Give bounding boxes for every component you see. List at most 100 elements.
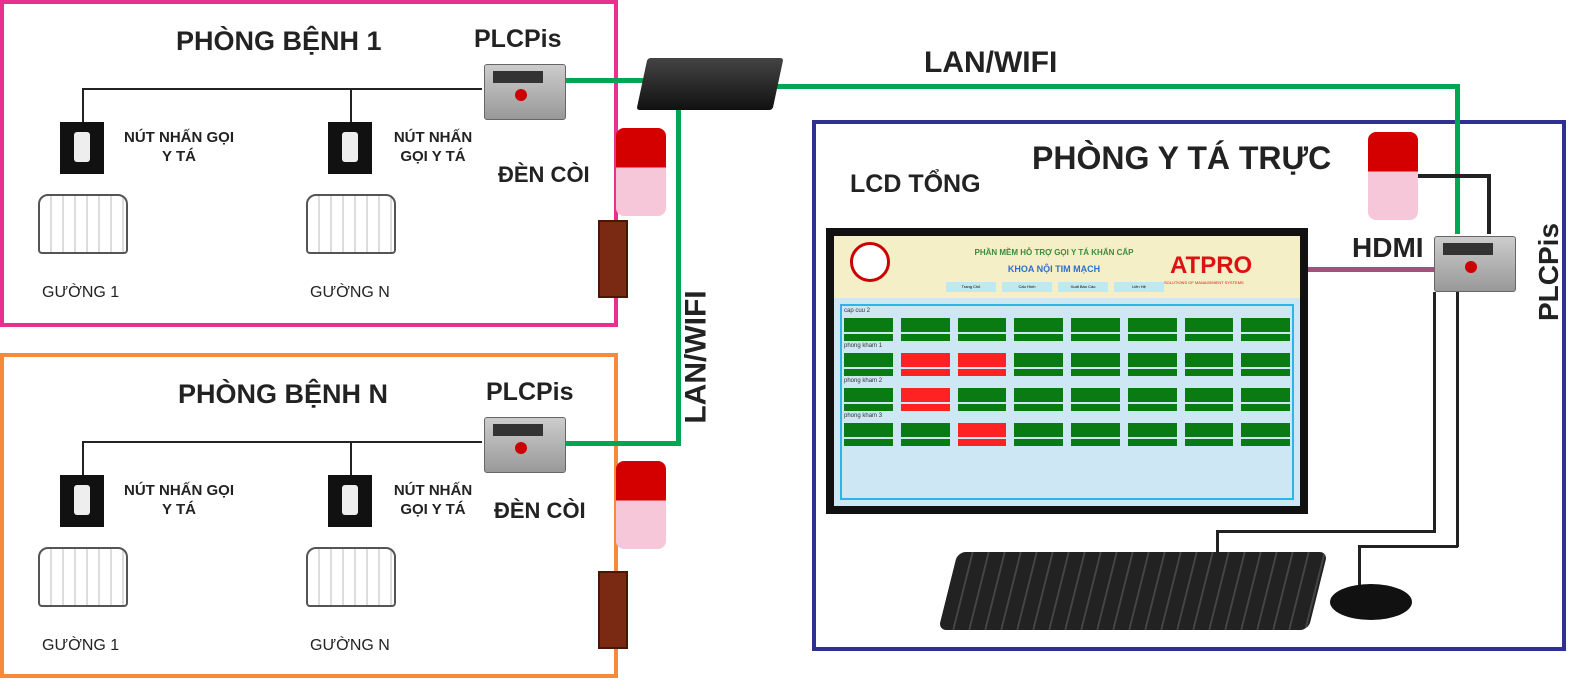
bed-status-cell[interactable] [844,388,893,402]
bed-status-cell[interactable] [1014,388,1063,402]
app-subtitle: KHOA NỘI TIM MẠCH [1007,264,1101,274]
lan-label-top: LAN/WIFI [924,46,1058,79]
bed-status-cell[interactable] [1241,318,1290,332]
bed-status-cell[interactable] [900,353,950,367]
bed-status-cell[interactable] [1241,423,1290,437]
bed-ack-button[interactable] [1071,334,1120,341]
door-icon [598,220,628,298]
bed-ack-button[interactable] [1071,369,1120,376]
wire [350,441,352,475]
bed-status-cell[interactable] [1014,423,1063,437]
bed-ack-button[interactable] [1184,404,1234,411]
bed-status-cell[interactable] [957,353,1007,367]
bed-ack-button[interactable] [1014,404,1063,411]
bed-status-cell[interactable] [1241,353,1290,367]
mouse-cable [1456,292,1459,547]
bed-status-cell[interactable] [1014,318,1063,332]
section-label: phong kham 2 [844,378,883,384]
bed-status-cell[interactable] [900,423,950,437]
bed-ack-button[interactable] [1071,404,1120,411]
bed-ack-button[interactable] [1241,439,1290,446]
bed-status-cell[interactable] [844,318,893,332]
bed-ack-button[interactable] [957,404,1007,411]
bed-ack-button[interactable] [1241,369,1290,376]
bed-ack-button[interactable] [1241,404,1290,411]
bed-status-cell[interactable] [1127,353,1177,367]
bed-status-cell[interactable] [1184,388,1234,402]
bed-status-cell[interactable] [900,388,950,402]
screen-menu-button[interactable]: Trang Chủ [946,282,996,292]
bed-ack-button[interactable] [1184,439,1234,446]
bed-status-cell[interactable] [844,423,893,437]
bed-icon [38,547,128,607]
bed-ack-button[interactable] [844,404,893,411]
keyboard-cable [1433,292,1436,532]
cable [1418,174,1490,178]
bed-status-cell[interactable] [1071,388,1120,402]
bed-ack-button[interactable] [1127,404,1177,411]
plc-device [484,64,566,120]
room-title: PHÒNG BỆNH 1 [176,26,382,56]
wire [82,88,482,90]
bed-status-cell[interactable] [957,388,1007,402]
wire [82,441,482,443]
screen-menu-button[interactable]: Cấu Hình [1002,282,1052,292]
bed-ack-button[interactable] [900,334,950,341]
bed-ack-button[interactable] [900,369,950,376]
call-button-icon [328,475,372,527]
bed-ack-button[interactable] [957,439,1007,446]
bed-status-cell[interactable] [1127,318,1177,332]
bed-status-cell[interactable] [957,423,1007,437]
room-title: PHÒNG BỆNH N [178,379,389,409]
plc-label-nurse: PLCPis [1533,222,1565,322]
call-button-label: NÚT NHẤN GỌI Y TÁ [124,129,234,165]
bed-ack-button[interactable] [1127,334,1177,341]
wire [350,88,352,122]
bed-ack-button[interactable] [1071,439,1120,446]
bed-status-cell[interactable] [844,353,893,367]
bed-ack-button[interactable] [844,439,893,446]
plc-device-nurse [1434,236,1516,292]
bed-ack-button[interactable] [1241,334,1290,341]
bed-status-cell[interactable] [1127,423,1177,437]
bed-status-cell[interactable] [1127,388,1177,402]
bed-ack-button[interactable] [1184,369,1234,376]
screen-menu-button[interactable]: Xuất Báo Cáo [1058,282,1108,292]
siren-icon [1368,132,1418,220]
bed-ack-button[interactable] [1014,369,1063,376]
bed-status-cell[interactable] [1071,353,1120,367]
bed-status-cell[interactable] [957,318,1007,332]
bed-status-cell[interactable] [1184,353,1234,367]
bed-status-cell[interactable] [900,318,950,332]
bed-status-cell[interactable] [1241,388,1290,402]
bed-status-cell[interactable] [1071,423,1120,437]
call-button-icon [328,122,372,174]
call-button-icon [60,475,104,527]
bed-ack-button[interactable] [900,404,950,411]
bed-status-cell[interactable] [1014,353,1063,367]
bed-ack-button[interactable] [1014,439,1063,446]
bed-status-cell[interactable] [1184,318,1234,332]
bed-ack-button[interactable] [900,439,950,446]
call-button-icon [60,122,104,174]
call-button-label: NÚT NHẤN GỌI Y TÁ [124,482,234,518]
lan-line [1455,84,1460,234]
app-title: PHẦN MỀM HỖ TRỢ GỌI Y TÁ KHẨN CẤP [974,248,1134,257]
screen-menu-button[interactable]: Liên Hệ [1114,282,1164,292]
lcd-label: LCD TỔNG [850,170,981,198]
bed-ack-button[interactable] [1184,334,1234,341]
bed-ack-button[interactable] [844,334,893,341]
brand-tagline: SOLUTIONS OF MANAGEMENT SYSTEMS [1164,280,1244,285]
mouse-cable [1358,545,1361,585]
call-button-label: NÚT NHẤN GỌI Y TÁ [393,482,473,518]
bed-ack-button[interactable] [1014,334,1063,341]
wire [82,441,84,475]
bed-status-cell[interactable] [1071,318,1120,332]
bed-ack-button[interactable] [1127,439,1177,446]
bed-ack-button[interactable] [957,334,1007,341]
bed-ack-button[interactable] [1127,369,1177,376]
cable [1487,174,1491,234]
bed-status-cell[interactable] [1184,423,1234,437]
bed-ack-button[interactable] [957,369,1007,376]
bed-ack-button[interactable] [844,369,893,376]
